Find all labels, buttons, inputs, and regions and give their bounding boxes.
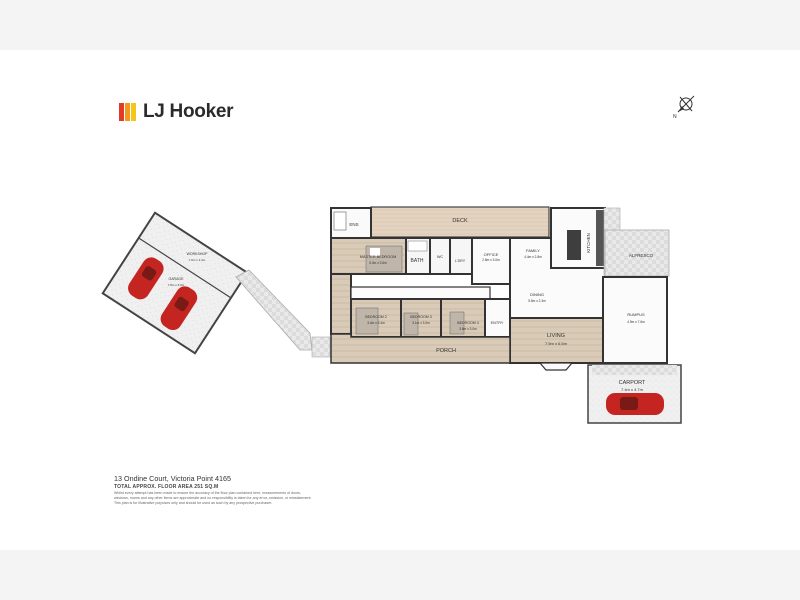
lj-hooker-logo: LJ Hooker: [119, 101, 234, 123]
garage-building: [101, 211, 249, 355]
floorplan-footer: 13 Ondine Court, Victoria Point 4165 TOT…: [114, 474, 434, 506]
logo-mark-icon: [119, 103, 137, 121]
north-label: N: [673, 114, 677, 119]
kitchen-island: [567, 230, 581, 260]
bedroom-3-size: 3.1m x 3.0m: [412, 321, 430, 325]
master-bedroom-size: 5.3m x 3.6m: [369, 261, 387, 265]
bath-label: BATH: [411, 258, 424, 264]
disclaimer-line-1: Whilst every attempt has been made to en…: [114, 491, 301, 495]
master-bedroom-label: MASTER BEDROOM: [360, 255, 397, 259]
garage-size: 7.8m x 6.0m: [168, 283, 185, 287]
top-margin-band: [0, 0, 800, 50]
bedroom-3-label: BEDROOM 3: [410, 315, 432, 319]
family-size: 4.4m x 2.8m: [524, 255, 542, 259]
main-house: [330, 206, 682, 424]
kitchen-label: KITCHEN: [586, 233, 591, 253]
bedroom-4-label: BEDROOM 4: [457, 321, 479, 325]
workshop-label: WORKSHOP: [187, 252, 208, 256]
dining-size: 5.5m x 2.3m: [528, 299, 546, 303]
north-arrow-icon: N: [673, 95, 695, 119]
bottom-margin-band: [0, 550, 800, 600]
dining-label: DINING: [530, 292, 544, 297]
property-address: 13 Ondine Court, Victoria Point 4165: [114, 474, 231, 483]
ens-label: ENS: [349, 222, 358, 227]
carport-label: CARPORT: [619, 380, 646, 386]
carport-size: 7.4m x 4.7m: [621, 387, 644, 392]
floor-area: TOTAL APPROX. FLOOR AREA 251 SQ.M: [114, 484, 219, 490]
bedroom-4-size: 3.8m x 3.0m: [459, 327, 477, 331]
family-label: FAMILY: [526, 248, 540, 253]
office-size: 2.8m x 3.0m: [482, 258, 500, 262]
rumpus-size: 4.9m x 7.6m: [627, 320, 645, 324]
deck-label: DECK: [452, 218, 468, 224]
walkway: [235, 269, 313, 351]
laundry-label: L'DRY: [455, 259, 466, 263]
rumpus-label: RUMPUS: [627, 312, 645, 317]
workshop-size: 7.6m x 4.4m: [189, 258, 206, 262]
entry-label: ENTRY: [491, 321, 504, 325]
garage-label: GARAGE: [169, 277, 185, 281]
office-label: OFFICE: [484, 252, 499, 257]
logo-wordmark: LJ Hooker: [143, 101, 234, 122]
living-label: LIVING: [547, 333, 565, 339]
living-size: 7.5m x 6.5m: [545, 341, 568, 346]
bedroom-2-size: 3.4m x 3.4m: [367, 321, 385, 325]
disclaimer-line-3: This plan is for illustrative purposes o…: [114, 501, 273, 505]
alfresco-label: ALFRESCO: [629, 253, 654, 258]
bedroom-2-label: BEDROOM 2: [365, 315, 387, 319]
disclaimer-line-2: windows, rooms and any other items are a…: [114, 496, 312, 500]
disclaimer: Whilst every attempt has been made to en…: [114, 491, 354, 506]
wc-label: WC: [437, 255, 444, 259]
car-icon: [128, 257, 164, 300]
porch-label: PORCH: [436, 348, 456, 354]
